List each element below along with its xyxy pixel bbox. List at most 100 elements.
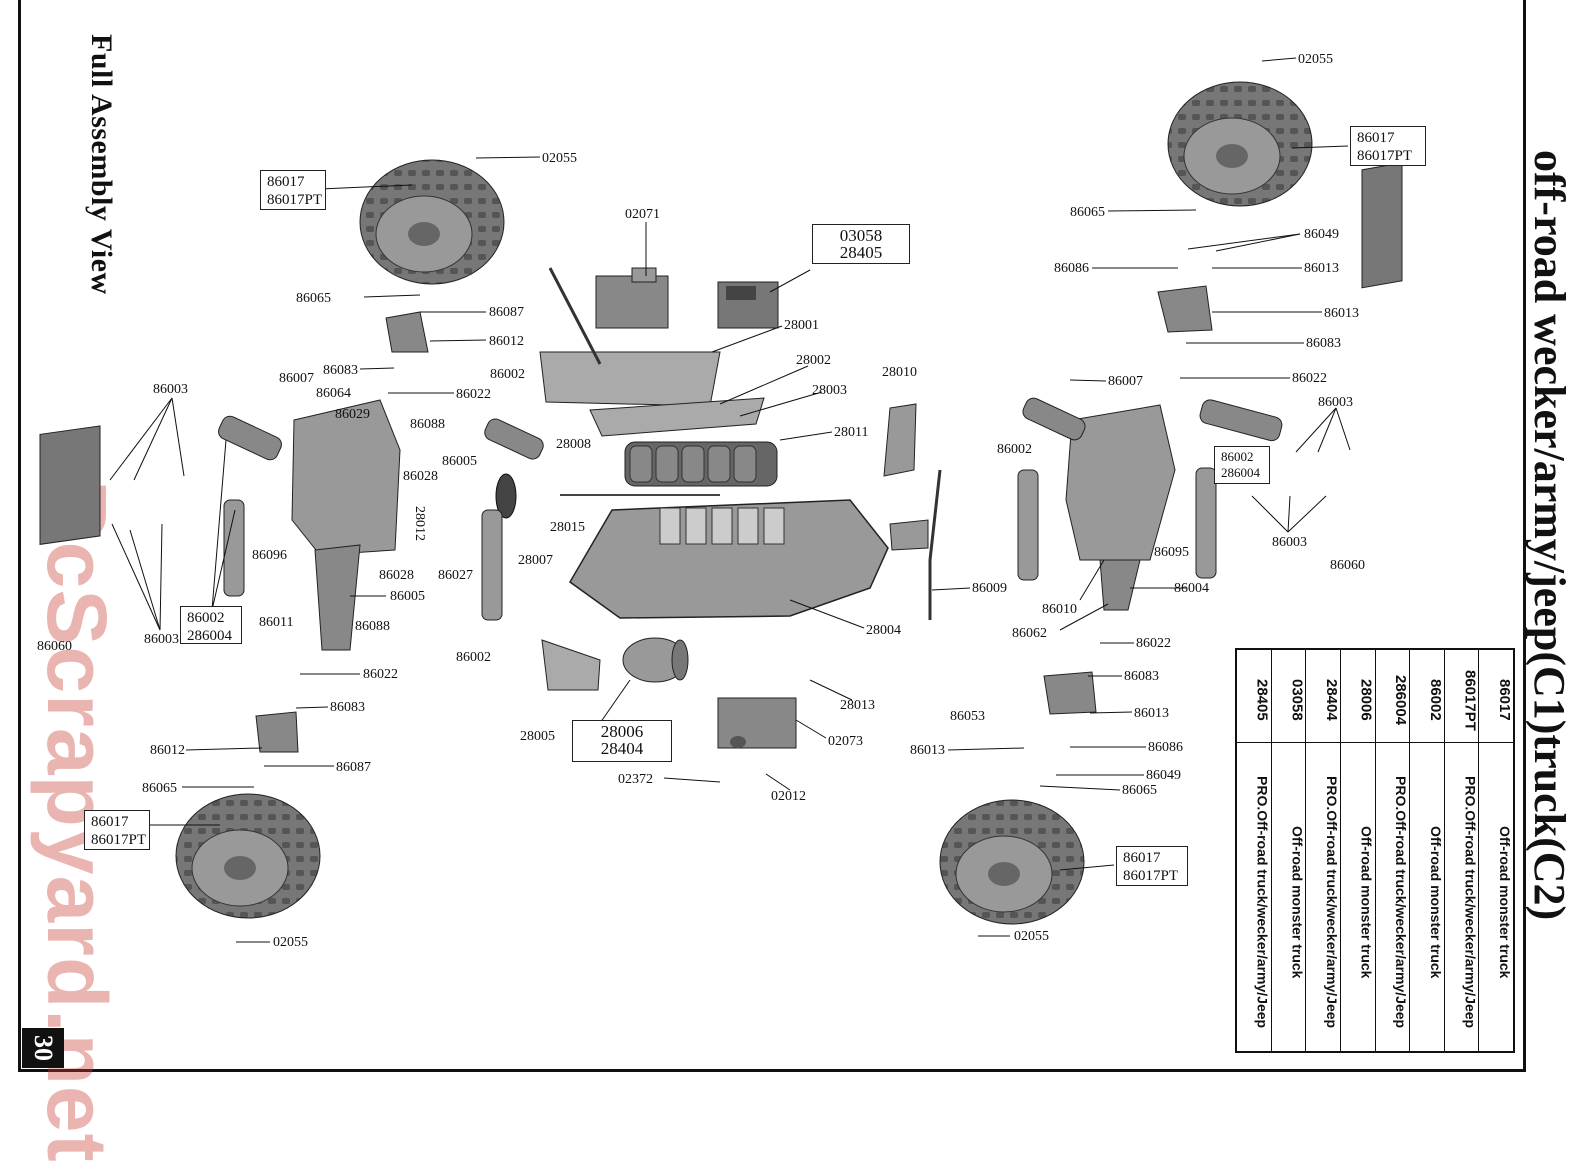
table-row: 286004 PRO.Off-road truck/wecker/army/Je…: [1374, 650, 1410, 1051]
part-label: 86088: [410, 417, 445, 432]
part-label: 02372: [618, 772, 653, 787]
part-description: PRO.Off-road truck/wecker/army/Jeep: [1254, 775, 1271, 1029]
table-row: 28405 PRO.Off-road truck/wecker/army/Jee…: [1237, 650, 1271, 1051]
steering-linkage: [883, 403, 942, 620]
part-description: Off-road monster truck: [1497, 825, 1513, 979]
part-label: 86022: [1136, 636, 1171, 651]
wheel-top-left: [359, 159, 505, 285]
part-label: 86028: [403, 469, 438, 484]
main-chassis: [560, 494, 889, 619]
motor: [622, 637, 689, 683]
part-label: 02012: [771, 789, 806, 804]
part-code: 86002: [1410, 650, 1444, 743]
part-label: 86005: [442, 454, 477, 469]
part-label: 86065: [1122, 783, 1157, 798]
part-label: 02055: [273, 935, 308, 950]
part-label: 86083: [1124, 669, 1159, 684]
table-row: 28404 PRO.Off-road truck/wecker/army/Jee…: [1305, 650, 1340, 1051]
part-description: PRO.Off-road truck/wecker/army/Jeep: [1323, 775, 1340, 1029]
part-label: 86007: [279, 371, 314, 386]
part-label: 28001: [784, 318, 819, 333]
part-label: 28007: [518, 553, 553, 568]
part-label: 86065: [142, 781, 177, 796]
part-label: 86004: [1174, 581, 1209, 596]
table-row: 03058 Off-road monster truck: [1270, 650, 1306, 1051]
servo: [717, 697, 797, 749]
part-code: 03058: [1271, 650, 1306, 743]
top-plate: [539, 267, 765, 437]
battery-pack: [624, 441, 778, 487]
part-label: 86060: [1330, 558, 1365, 573]
part-description: PRO.Off-road truck/wecker/army/Jeep: [1393, 775, 1410, 1029]
part-code: 28404: [1306, 650, 1340, 743]
part-label: 28004: [866, 623, 901, 638]
part-label: 28013: [840, 698, 875, 713]
part-label: 28002: [796, 353, 831, 368]
part-label: 28010: [882, 365, 917, 380]
part-label: 86027: [438, 568, 473, 583]
part-label: 86087: [489, 305, 524, 320]
part-label: 86022: [1292, 371, 1327, 386]
part-label: 28012: [412, 506, 427, 541]
page-frame: [18, 0, 1526, 1072]
part-label: 86013: [1304, 261, 1339, 276]
part-label: 86083: [330, 700, 365, 715]
part-label: 86083: [323, 363, 358, 378]
part-label: 86049: [1146, 768, 1181, 783]
part-label: 86012: [489, 334, 524, 349]
part-label: 28005: [520, 729, 555, 744]
model-title: off-road wecker/army/jeep(C1)truck(C2): [1525, 150, 1574, 921]
page-title: Full Assembly View: [85, 34, 118, 295]
part-label: 86022: [363, 667, 398, 682]
spur-gear: [495, 473, 517, 519]
part-label: 86012: [150, 743, 185, 758]
part-label: 86049: [1304, 227, 1339, 242]
part-code: 28405: [1237, 650, 1271, 743]
part-label: 02055: [542, 151, 577, 166]
part-label: 86003: [144, 632, 179, 647]
table-row: 86002 Off-road monster truck: [1409, 650, 1444, 1051]
part-label: 86053: [950, 709, 985, 724]
table-row: 86017 Off-road monster truck: [1478, 650, 1513, 1051]
leader-lines: [109, 57, 1351, 943]
part-code: 28006: [1340, 650, 1375, 743]
part-labels: 02055 86065 86087 86012 86083 86022 8600…: [37, 52, 1365, 950]
part-label: 86083: [1306, 336, 1341, 351]
part-label: 28008: [556, 437, 591, 452]
part-label: 86013: [1134, 706, 1169, 721]
part-description: Off-road monster truck: [1289, 825, 1306, 979]
part-table: 86017 Off-road monster truck 86017PT PRO…: [1235, 648, 1515, 1053]
part-label: 86087: [336, 760, 371, 775]
part-label: 86060: [37, 639, 72, 654]
table-row: 28006 Off-road monster truck: [1339, 650, 1375, 1051]
part-label: 86010: [1042, 602, 1077, 617]
part-label: 86029: [335, 407, 370, 422]
part-label: 86095: [1154, 545, 1189, 560]
wheel-top-right: [1167, 81, 1313, 207]
part-label: 86003: [1318, 395, 1353, 410]
table-row: 86017PT PRO.Off-road truck/wecker/army/J…: [1443, 650, 1479, 1051]
part-label: 86007: [1108, 374, 1143, 389]
part-label: 86062: [1012, 626, 1047, 641]
part-description: PRO.Off-road truck/wecker/army/Jeep: [1462, 775, 1479, 1029]
part-label: 86065: [296, 291, 331, 306]
part-label: 86013: [1324, 306, 1359, 321]
part-label: 86028: [379, 568, 414, 583]
esc-module: [717, 281, 779, 329]
part-label: 86088: [355, 619, 390, 634]
part-label: 86005: [390, 589, 425, 604]
part-code: 286004: [1375, 650, 1410, 743]
part-label: 02071: [625, 207, 660, 222]
part-label: 86003: [153, 382, 188, 397]
part-label: 02073: [828, 734, 863, 749]
motor-mount: [541, 639, 601, 691]
part-label: 28011: [834, 425, 868, 440]
left-suspension: [39, 311, 544, 753]
